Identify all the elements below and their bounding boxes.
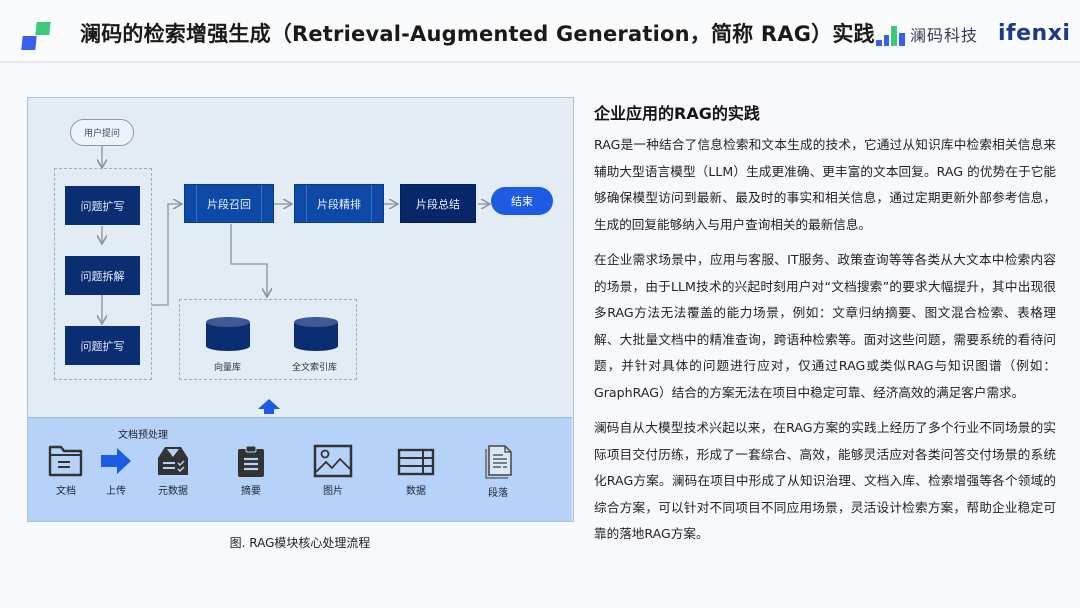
document-icon (485, 445, 512, 479)
article-paragraph-3: 澜码自从大模型技术兴起以来，在RAG方案的实践上经历了多个行业不同场景的实际项目… (594, 420, 1056, 541)
up-arrow-icon (258, 399, 280, 414)
partner-logo: ifenxi (998, 21, 1071, 46)
metadata-label: 元数据 (158, 486, 188, 497)
document-preprocess-panel: 文档预处理 文档 上传 元 (28, 417, 572, 521)
article-title: 企业应用的RAG的实践 (594, 104, 760, 123)
query-step-decompose: 问题拆解 (65, 256, 140, 295)
vector-db-label: 向量库 (214, 363, 242, 373)
query-group-box (54, 168, 152, 380)
data-label: 数据 (406, 486, 426, 497)
image-icon (313, 444, 353, 478)
article: 企业应用的RAG的实践 RAG是一种结合了信息检索和文本生成的技术，它通过从知识… (594, 100, 1056, 557)
preprocess-item-metadata: 元数据 (143, 444, 203, 497)
fulltext-index-icon (294, 317, 338, 351)
start-node-user-question: 用户提问 (70, 119, 134, 146)
image-label: 图片 (323, 486, 343, 497)
segment-summary: 片段总结 (400, 184, 476, 223)
source-document-label: 文档 (56, 486, 76, 497)
preprocess-item-data: 数据 (386, 444, 446, 497)
logo-mark-icon (21, 22, 56, 52)
fulltext-index-label: 全文索引库 (292, 363, 338, 373)
preprocess-title: 文档预处理 (118, 430, 168, 441)
segment-recall: 片段召回 (184, 184, 274, 223)
diagram-caption: 图. RAG模块核心处理流程 (229, 536, 371, 550)
paragraph-label: 段落 (488, 488, 508, 499)
preprocess-item-summary: 摘要 (221, 444, 281, 497)
query-step-expand-2: 问题扩写 (65, 326, 140, 365)
summary-label: 摘要 (241, 486, 261, 497)
brand-bars-icon (876, 26, 905, 46)
brand-logo: 澜码科技 (876, 22, 978, 46)
preprocess-item-paragraph: 段落 (468, 444, 528, 499)
upload-label: 上传 (106, 486, 126, 497)
article-paragraph-1: RAG是一种结合了信息检索和文本生成的技术，它通过从知识库中检索相关信息来辅助大… (594, 137, 1056, 232)
segment-rerank: 片段精排 (294, 184, 384, 223)
preprocess-item-image: 图片 (303, 444, 363, 497)
inbox-check-icon (158, 447, 188, 475)
store-group-box (179, 299, 357, 380)
rag-flow-diagram: 用户提问 问题扩写 问题拆解 问题扩写 片段召回 片段精排 片段总结 结束 向量… (27, 97, 574, 522)
upload-step: 上传 (86, 444, 146, 497)
page-header: 澜码的检索增强生成（Retrieval-Augmented Generation… (0, 0, 1080, 63)
page-title: 澜码的检索增强生成（Retrieval-Augmented Generation… (80, 22, 875, 46)
brand-name: 澜码科技 (910, 26, 979, 45)
end-node: 结束 (491, 187, 553, 215)
query-step-expand: 问题扩写 (65, 186, 140, 225)
right-arrow-icon (101, 448, 131, 474)
folder-icon (48, 445, 83, 477)
vector-db-icon (206, 317, 250, 351)
table-icon (397, 448, 435, 476)
article-paragraph-2: 在企业需求场景中，应用与客服、IT服务、政策查询等等各类从大文本中检索内容的场景… (594, 252, 1056, 400)
source-document: 文档 (36, 444, 96, 497)
clipboard-icon (238, 445, 264, 477)
